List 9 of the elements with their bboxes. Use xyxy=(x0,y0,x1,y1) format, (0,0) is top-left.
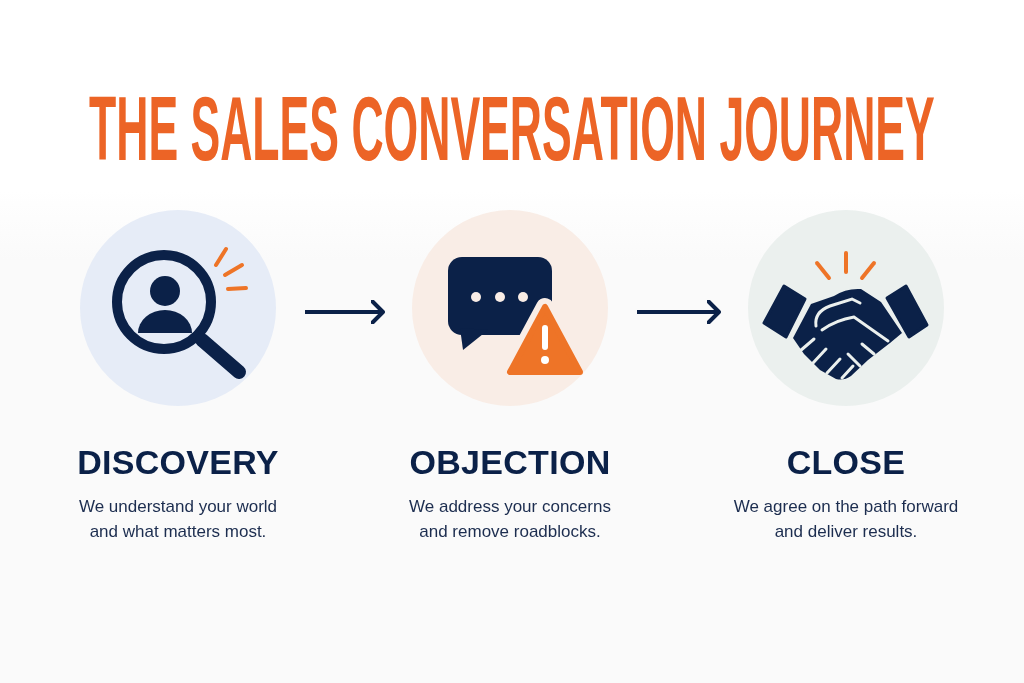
stage-description: We address your concerns and remove roadblocks. xyxy=(408,496,612,543)
stage-title: CLOSE xyxy=(786,442,906,482)
stage-title: OBJECTION xyxy=(409,442,611,482)
stage-description: We understand your world and what matters most. xyxy=(77,496,279,543)
arrow xyxy=(305,299,385,325)
page-title: THE SALES CONVERSATION JOURNEY xyxy=(89,84,935,174)
arrow xyxy=(637,299,721,325)
stage-description: We agree on the path forward and deliver results. xyxy=(732,496,960,543)
stage-title: DISCOVERY xyxy=(77,442,279,482)
